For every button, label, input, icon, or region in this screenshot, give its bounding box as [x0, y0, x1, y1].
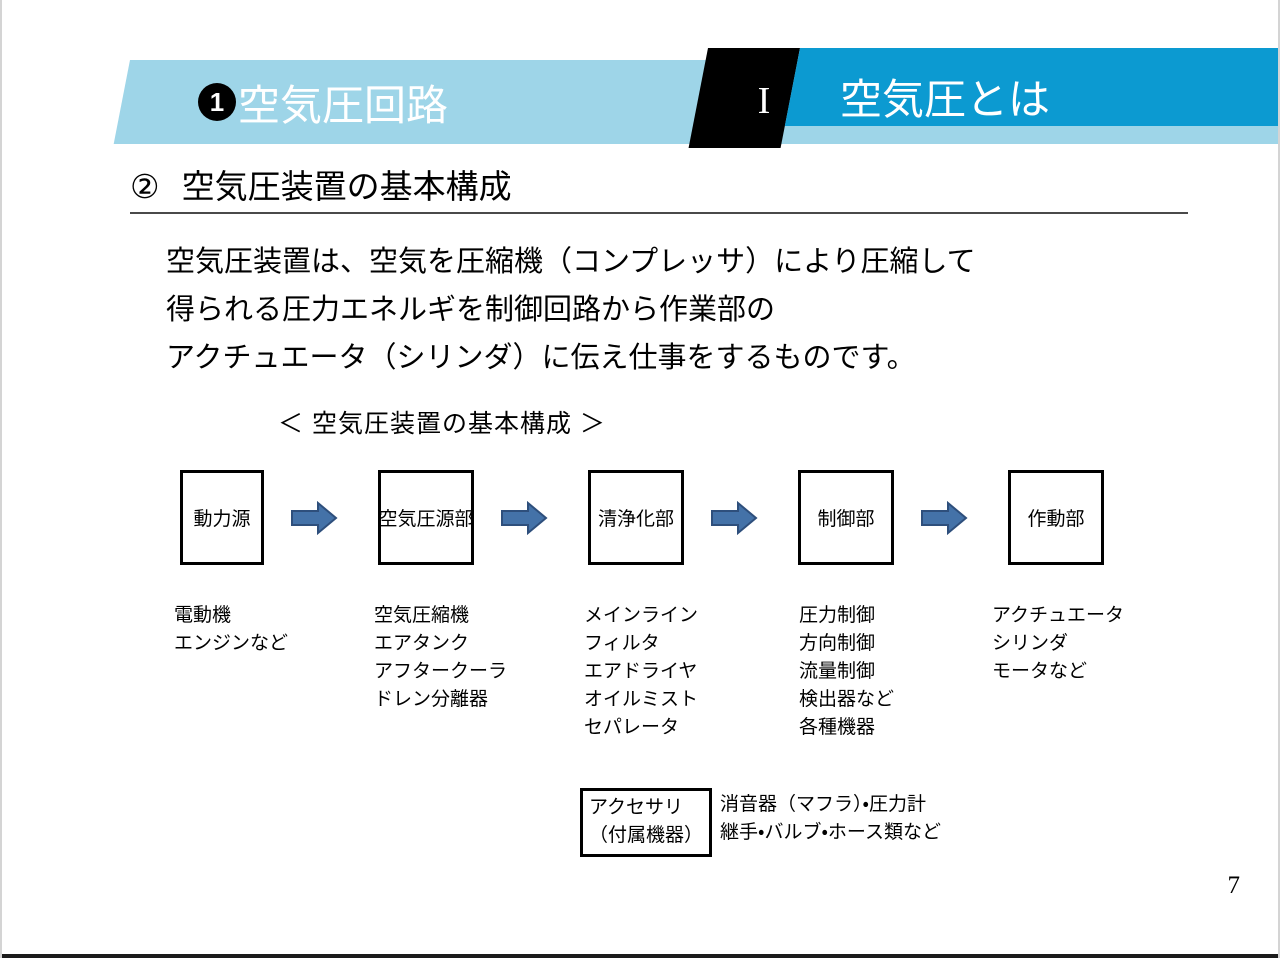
- detail-columns: 電動機 エンジンなど 空気圧縮機 エアタンク アフタークーラ ドレン分離器 メイ…: [174, 602, 1234, 762]
- header-roman-numeral: I: [757, 80, 771, 122]
- slide-header: 1 空気圧回路 I 空気圧とは: [2, 48, 1278, 148]
- section-heading: ② 空気圧装置の基本構成: [130, 160, 1190, 208]
- detail-item: 各種機器: [799, 717, 876, 738]
- body-paragraph: 空気圧装置は、空気を圧縮機（コンプレッサ）により圧縮して 得られる圧力エネルギを…: [166, 238, 1186, 382]
- right-arrow-icon: [290, 501, 338, 535]
- detail-item: モータなど: [992, 661, 1088, 682]
- detail-item: オイルミスト: [584, 689, 699, 710]
- circled-number-icon: 1: [198, 83, 236, 121]
- detail-item: ドレン分離器: [374, 689, 489, 710]
- header-left-title: 空気圧回路: [238, 81, 449, 129]
- flow-box-label: 動力源: [193, 509, 251, 530]
- detail-column-purification: メインライン フィルタ エアドライヤ オイルミスト セパレータ: [584, 602, 698, 742]
- flow-box-air-source: 空気圧源部: [378, 470, 474, 565]
- flow-box-label: 制御部: [817, 509, 875, 530]
- right-arrow-icon: [920, 501, 968, 535]
- page-number: 7: [1227, 872, 1241, 899]
- right-arrow-icon: [710, 501, 758, 535]
- body-line-2: 得られる圧力エネルギを制御回路から作業部の: [166, 294, 776, 326]
- flow-diagram: 動力源 空気圧源部 清浄化部 制御部: [180, 470, 1200, 566]
- body-line-1: 空気圧装置は、空気を圧縮機（コンプレッサ）により圧縮して: [166, 246, 976, 278]
- detail-item: 方向制御: [799, 633, 876, 654]
- detail-item: エアドライヤ: [584, 661, 698, 682]
- detail-item: アフタークーラ: [374, 661, 508, 682]
- detail-item: 電動機: [174, 605, 232, 626]
- section-title: 空気圧装置の基本構成: [181, 168, 512, 205]
- flow-box-label: 清浄化部: [597, 509, 674, 530]
- accessory-text-line-2: 継手・バルブ・ホース類など: [720, 822, 941, 843]
- flow-box-label: 空気圧源部: [378, 509, 474, 530]
- diagram-caption: ＜ 空気圧装置の基本構成 ＞: [278, 410, 606, 438]
- detail-item: フィルタ: [584, 633, 660, 654]
- detail-column-control: 圧力制御 方向制御 流量制御 検出器など 各種機器: [799, 602, 894, 742]
- header-right-title: 空気圧とは: [840, 75, 1051, 123]
- detail-item: 空気圧縮機: [374, 605, 470, 626]
- right-arrow-icon: [500, 501, 548, 535]
- detail-item: エンジンなど: [174, 633, 289, 654]
- slide-bottom-rule: [2, 954, 1278, 958]
- detail-column-power-source: 電動機 エンジンなど: [174, 602, 288, 658]
- accessory-group: アクセサリ （付属機器） 消音器（マフラ）・圧力計 継手・バルブ・ホース類など: [580, 788, 941, 857]
- detail-item: メインライン: [584, 605, 699, 626]
- accessory-description: 消音器（マフラ）・圧力計 継手・バルブ・ホース類など: [720, 788, 941, 857]
- section-number: ②: [130, 168, 160, 205]
- section-heading-rule: [130, 212, 1188, 214]
- detail-item: エアタンク: [374, 633, 470, 654]
- flow-box-control: 制御部: [798, 470, 894, 565]
- accessory-box-line-2: （付属機器）: [589, 825, 704, 846]
- detail-item: 圧力制御: [799, 605, 876, 626]
- header-left-group: 1 空気圧回路: [198, 66, 448, 138]
- accessory-box: アクセサリ （付属機器）: [580, 788, 713, 857]
- flow-box-actuation: 作動部: [1008, 470, 1104, 565]
- flow-box-power-source: 動力源: [180, 470, 264, 565]
- flow-box-purification: 清浄化部: [588, 470, 684, 565]
- body-line-3: アクチュエータ（シリンダ）に伝え仕事をするものです。: [166, 342, 916, 374]
- detail-column-air-source: 空気圧縮機 エアタンク アフタークーラ ドレン分離器: [374, 602, 507, 714]
- detail-item: 検出器など: [799, 689, 895, 710]
- accessory-text-line-1: 消音器（マフラ）・圧力計: [720, 794, 926, 815]
- detail-item: アクチュエータ: [992, 605, 1125, 626]
- detail-item: 流量制御: [799, 661, 876, 682]
- flow-box-label: 作動部: [1027, 509, 1085, 530]
- accessory-box-line-1: アクセサリ: [589, 797, 684, 818]
- detail-column-actuation: アクチュエータ シリンダ モータなど: [992, 602, 1124, 686]
- detail-item: セパレータ: [584, 717, 680, 738]
- detail-item: シリンダ: [992, 633, 1069, 654]
